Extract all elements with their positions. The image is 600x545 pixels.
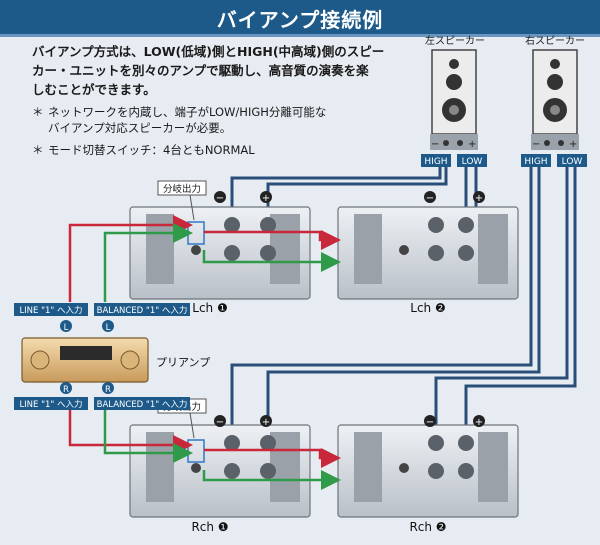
intro-text: バイアンプ方式は、LOW(低域)側とHIGH(中高域)側のスピー カー・ユニット… (32, 42, 402, 99)
heatsink-icon (354, 432, 382, 502)
green-link-rch (202, 470, 341, 490)
right-speaker-label: 右スピーカー (525, 34, 585, 47)
high-badge (421, 154, 451, 167)
signal-cables (68, 215, 341, 490)
midrange-icon (547, 74, 563, 90)
minus-icon: − (426, 417, 434, 428)
intro-line-3: しむことができます。 (32, 82, 156, 97)
midrange-icon (446, 74, 462, 90)
amp-name-rch1: Rch ❶ (191, 520, 228, 534)
terminal-badges: − + − + − + − + (214, 191, 485, 428)
preamp: プリアンプ (21, 337, 210, 383)
terminal-plus-icon (260, 217, 276, 233)
channel-l-badge (60, 320, 72, 332)
line-input-label-l: LINE "1" へ入力 (19, 305, 82, 316)
note-mode-switch: ＊ モード切替スイッチ：4台ともNORMAL (32, 142, 255, 158)
input-labels: LINE "1" へ入力 BALANCED "1" へ入力 L L R R LI… (14, 303, 190, 410)
minus-icon: − (216, 417, 224, 428)
channel-r-badge (102, 382, 114, 394)
red-link-lch (204, 230, 341, 250)
amp-lch1 (129, 206, 311, 300)
balanced-input-label-r: BALANCED "1" へ入力 (97, 399, 188, 410)
plus-icon: + (475, 417, 483, 428)
amp-name-lch2: Lch ❷ (410, 301, 445, 315)
terminal-minus-icon (224, 217, 240, 233)
plus-icon: + (475, 193, 483, 204)
amp-rch2 (337, 424, 519, 518)
minus-icon: − (532, 139, 540, 150)
heatsink-icon (146, 432, 174, 502)
svg-text:LOW: LOW (462, 157, 483, 167)
page-title: バイアンプ接続例 (216, 8, 384, 32)
wire-right-low-plus-rch2 (464, 167, 577, 433)
note-2: モード切替スイッチ：4台ともNORMAL (48, 143, 255, 157)
amp-rch1 (129, 424, 311, 518)
channel-l-badge (102, 320, 114, 332)
high-badge (521, 154, 551, 167)
heatsink-icon (478, 214, 508, 284)
note-1-line-1: ネットワークを内蔵し、端子がLOW/HIGH分離可能な (48, 105, 327, 119)
balanced-input-label-l: BALANCED "1" へ入力 (97, 305, 188, 316)
amp-name-rch2: Rch ❷ (409, 520, 446, 534)
note-1-line-2: バイアンプ対応スピーカーが必要。 (48, 121, 232, 135)
svg-text:HIGH: HIGH (424, 157, 447, 167)
plus-icon: + (569, 139, 577, 150)
svg-text:R: R (105, 385, 111, 395)
plus-icon: + (262, 417, 270, 428)
left-speaker-label: 左スピーカー (425, 34, 485, 47)
heatsink-icon (478, 432, 508, 502)
low-badge (457, 154, 487, 167)
svg-text:L: L (106, 323, 111, 333)
intro-line-1: バイアンプ方式は、LOW(低域)側とHIGH(中高域)側のスピー (32, 44, 385, 59)
svg-text:LOW: LOW (562, 157, 583, 167)
minus-icon: − (426, 193, 434, 204)
wire-left-high-minus-lch1 (230, 167, 442, 215)
wire-right-high-minus-rch1 (230, 167, 533, 433)
minus-icon: − (216, 193, 224, 204)
red-line-cable-l (68, 215, 193, 302)
channel-r-badge (60, 382, 72, 394)
right-speaker: 右スピーカー − + HIGH LOW (521, 34, 587, 167)
right-speaker-terminal-plate (531, 134, 579, 150)
amp-name-lch1: Lch ❶ (192, 301, 227, 315)
header-bar: バイアンプ接続例 (0, 0, 600, 37)
preamp-display (60, 346, 112, 360)
green-balanced-cable-l (103, 223, 193, 302)
input-knob-icon (120, 350, 140, 370)
intro-line-2: カー・ユニットを別々のアンプで駆動し、高音質の演奏を楽 (32, 63, 369, 78)
note-network: ＊ ネットワークを内蔵し、端子がLOW/HIGH分離可能な バイアンプ対応スピー… (32, 104, 327, 136)
amp-lch2 (337, 206, 519, 300)
minus-icon: − (431, 139, 439, 150)
heatsink-icon (354, 214, 382, 284)
xlr-input-icon (191, 245, 201, 255)
plus-icon: + (262, 193, 270, 204)
left-speaker: 左スピーカー − + HIGH LOW (421, 34, 487, 167)
plus-icon: + (468, 139, 476, 150)
svg-text:HIGH: HIGH (524, 157, 547, 167)
branch-out-label-l: 分岐出力 (163, 183, 201, 195)
line-input-label-r: LINE "1" へ入力 (19, 399, 82, 410)
red-line-cable-r (68, 400, 193, 455)
left-speaker-terminal-plate (430, 134, 478, 150)
red-link-rch (204, 448, 341, 468)
low-badge (557, 154, 587, 167)
note-bullet: ＊ (32, 143, 44, 157)
green-link-lch (202, 250, 341, 272)
wire-right-high-plus-rch1 (266, 167, 541, 433)
wire-right-low-minus-rch2 (434, 167, 569, 433)
preamp-label: プリアンプ (156, 356, 210, 369)
tweeter-icon (449, 59, 459, 69)
volume-knob-icon (30, 350, 50, 370)
svg-text:R: R (63, 385, 69, 395)
note-bullet: ＊ (32, 105, 44, 119)
svg-text:L: L (64, 323, 69, 333)
green-balanced-cable-r (103, 400, 193, 463)
tweeter-icon (550, 59, 560, 69)
